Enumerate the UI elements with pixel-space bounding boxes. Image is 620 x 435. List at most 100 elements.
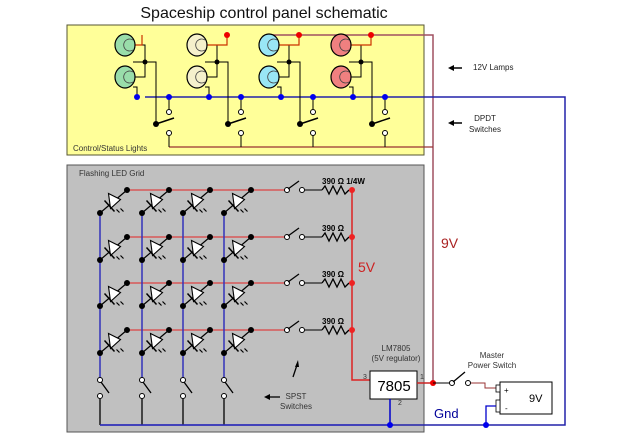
spst-row-switch-lever[interactable] — [287, 180, 300, 190]
node-led-anode — [166, 327, 172, 333]
node-led-anode — [124, 280, 130, 286]
spst-column-switch-lever[interactable] — [224, 381, 234, 394]
regulator-7805 — [369, 370, 418, 400]
master-label-2: Power Switch — [468, 361, 516, 370]
switch-terminal-bottom — [382, 130, 388, 136]
led-cathode-bar — [103, 199, 116, 213]
led-r2-c4 — [221, 234, 254, 263]
battery-minus-sign: - — [505, 404, 508, 413]
regulator-part-number: 7805 — [377, 378, 410, 395]
resistor-icon — [321, 231, 350, 243]
led-diode-icon — [107, 239, 122, 257]
spst-arrowhead-up-icon — [295, 360, 299, 367]
spst-row-terminal-b — [299, 327, 305, 333]
regulator-pin-out: 1 — [420, 374, 424, 381]
dpdt-annotation-1: DPDT — [474, 114, 496, 123]
led-emission-arrows-icon — [158, 301, 166, 306]
lamps-group — [114, 32, 391, 147]
node-led-anode — [207, 327, 213, 333]
wire-lamp-to-gnd — [277, 86, 282, 97]
node-led-cathode — [221, 350, 227, 356]
lamp-lower-icon — [330, 65, 352, 89]
node-gnd-switch — [382, 94, 388, 100]
dpdt-annotation-2: Switches — [469, 125, 501, 134]
led-diode-icon — [107, 285, 122, 303]
node-lamp-junction — [286, 59, 292, 65]
dpdt-switch-lever[interactable] — [299, 117, 319, 125]
battery-plus-sign: + — [504, 386, 509, 395]
node-led-anode — [124, 234, 130, 240]
battery-label: 9V — [529, 393, 543, 405]
node-led-anode — [248, 234, 254, 240]
wire-lamp-lower — [205, 62, 218, 78]
diagram-title: Spaceship control panel schematic — [140, 5, 387, 22]
led-cathode-bar — [227, 339, 240, 353]
node-reg-gnd — [387, 422, 393, 428]
led-cathode-bar — [145, 339, 158, 353]
resistor-label: 390 Ω — [322, 270, 345, 279]
spst-terminal-bottom — [221, 393, 227, 399]
row-switch-resistor-2: 390 Ω — [284, 224, 355, 243]
node-gnd-lamp — [350, 94, 356, 100]
wire-lamp-lower — [133, 62, 146, 78]
node-led-anode — [166, 187, 172, 193]
wire-lamp-to-9v — [205, 35, 228, 46]
switch-terminal-top — [238, 109, 244, 115]
switch-terminal-top — [166, 109, 172, 115]
spst-row-switch-lever[interactable] — [287, 320, 300, 330]
spst-column-switch-lever[interactable] — [183, 381, 193, 394]
wire-battery-gnd — [485, 405, 496, 425]
switch-terminal-bottom — [238, 130, 244, 136]
row-switch-resistor-1: 390 Ω 1/4W — [284, 177, 365, 196]
spst-terminal-bottom — [180, 393, 186, 399]
wire-lamp-to-switch — [145, 61, 157, 124]
spst-column-switch-lever[interactable] — [142, 381, 152, 394]
node-led-cathode — [180, 257, 186, 263]
lamp-pair-red — [330, 32, 391, 147]
dpdt-switch-lever[interactable] — [155, 117, 175, 125]
led-r1-c3 — [180, 187, 213, 216]
led-r3-c2 — [139, 280, 172, 309]
lamp-filament-icon — [123, 70, 134, 84]
lamp-filament-icon — [195, 70, 206, 84]
lamp-upper-icon — [186, 33, 208, 57]
led-emission-arrows-icon — [158, 208, 166, 213]
master-switch-terminal-b — [465, 380, 471, 386]
led-r1-c4 — [221, 187, 254, 216]
node-lamp-junction — [142, 59, 148, 65]
node-9v — [224, 32, 230, 38]
led-emission-arrows-icon — [199, 301, 207, 306]
node-battery-gnd — [483, 422, 489, 428]
node-led-cathode — [139, 210, 145, 216]
master-switch-lever[interactable] — [452, 371, 466, 383]
regulator-label-desc: (5V regulator) — [372, 354, 421, 363]
master-label-1: Master — [480, 351, 505, 360]
node-led-anode — [124, 327, 130, 333]
spst-column-switch-lever[interactable] — [100, 381, 110, 394]
wire-lamp-to-switch — [361, 61, 373, 124]
battery-9v — [499, 381, 553, 415]
switch-pivot — [297, 121, 303, 127]
resistor-label: 390 Ω — [322, 317, 345, 326]
led-r4-c3 — [180, 327, 213, 356]
switch-terminal-bottom — [166, 130, 172, 136]
wire-lamp-to-switch — [289, 61, 301, 124]
led-emission-arrows-icon — [240, 301, 248, 306]
label-5v: 5V — [358, 259, 376, 275]
spst-row-switch-lever[interactable] — [287, 227, 300, 237]
node-5v — [349, 280, 355, 286]
led-diode-icon — [231, 192, 246, 210]
led-cathode-bar — [186, 339, 199, 353]
dpdt-switch-lever[interactable] — [371, 117, 391, 125]
node-led-anode — [248, 187, 254, 193]
led-emission-arrows-icon — [158, 348, 166, 353]
node-5v — [349, 187, 355, 193]
lamp-filament-icon — [267, 70, 278, 84]
led-diode-icon — [107, 192, 122, 210]
dpdt-switch-lever[interactable] — [227, 117, 247, 125]
led-diode-icon — [149, 192, 164, 210]
wire-lamp-to-9v — [133, 35, 143, 46]
node-led-anode — [166, 234, 172, 240]
switch-terminal-top — [382, 109, 388, 115]
spst-row-switch-lever[interactable] — [287, 273, 300, 283]
